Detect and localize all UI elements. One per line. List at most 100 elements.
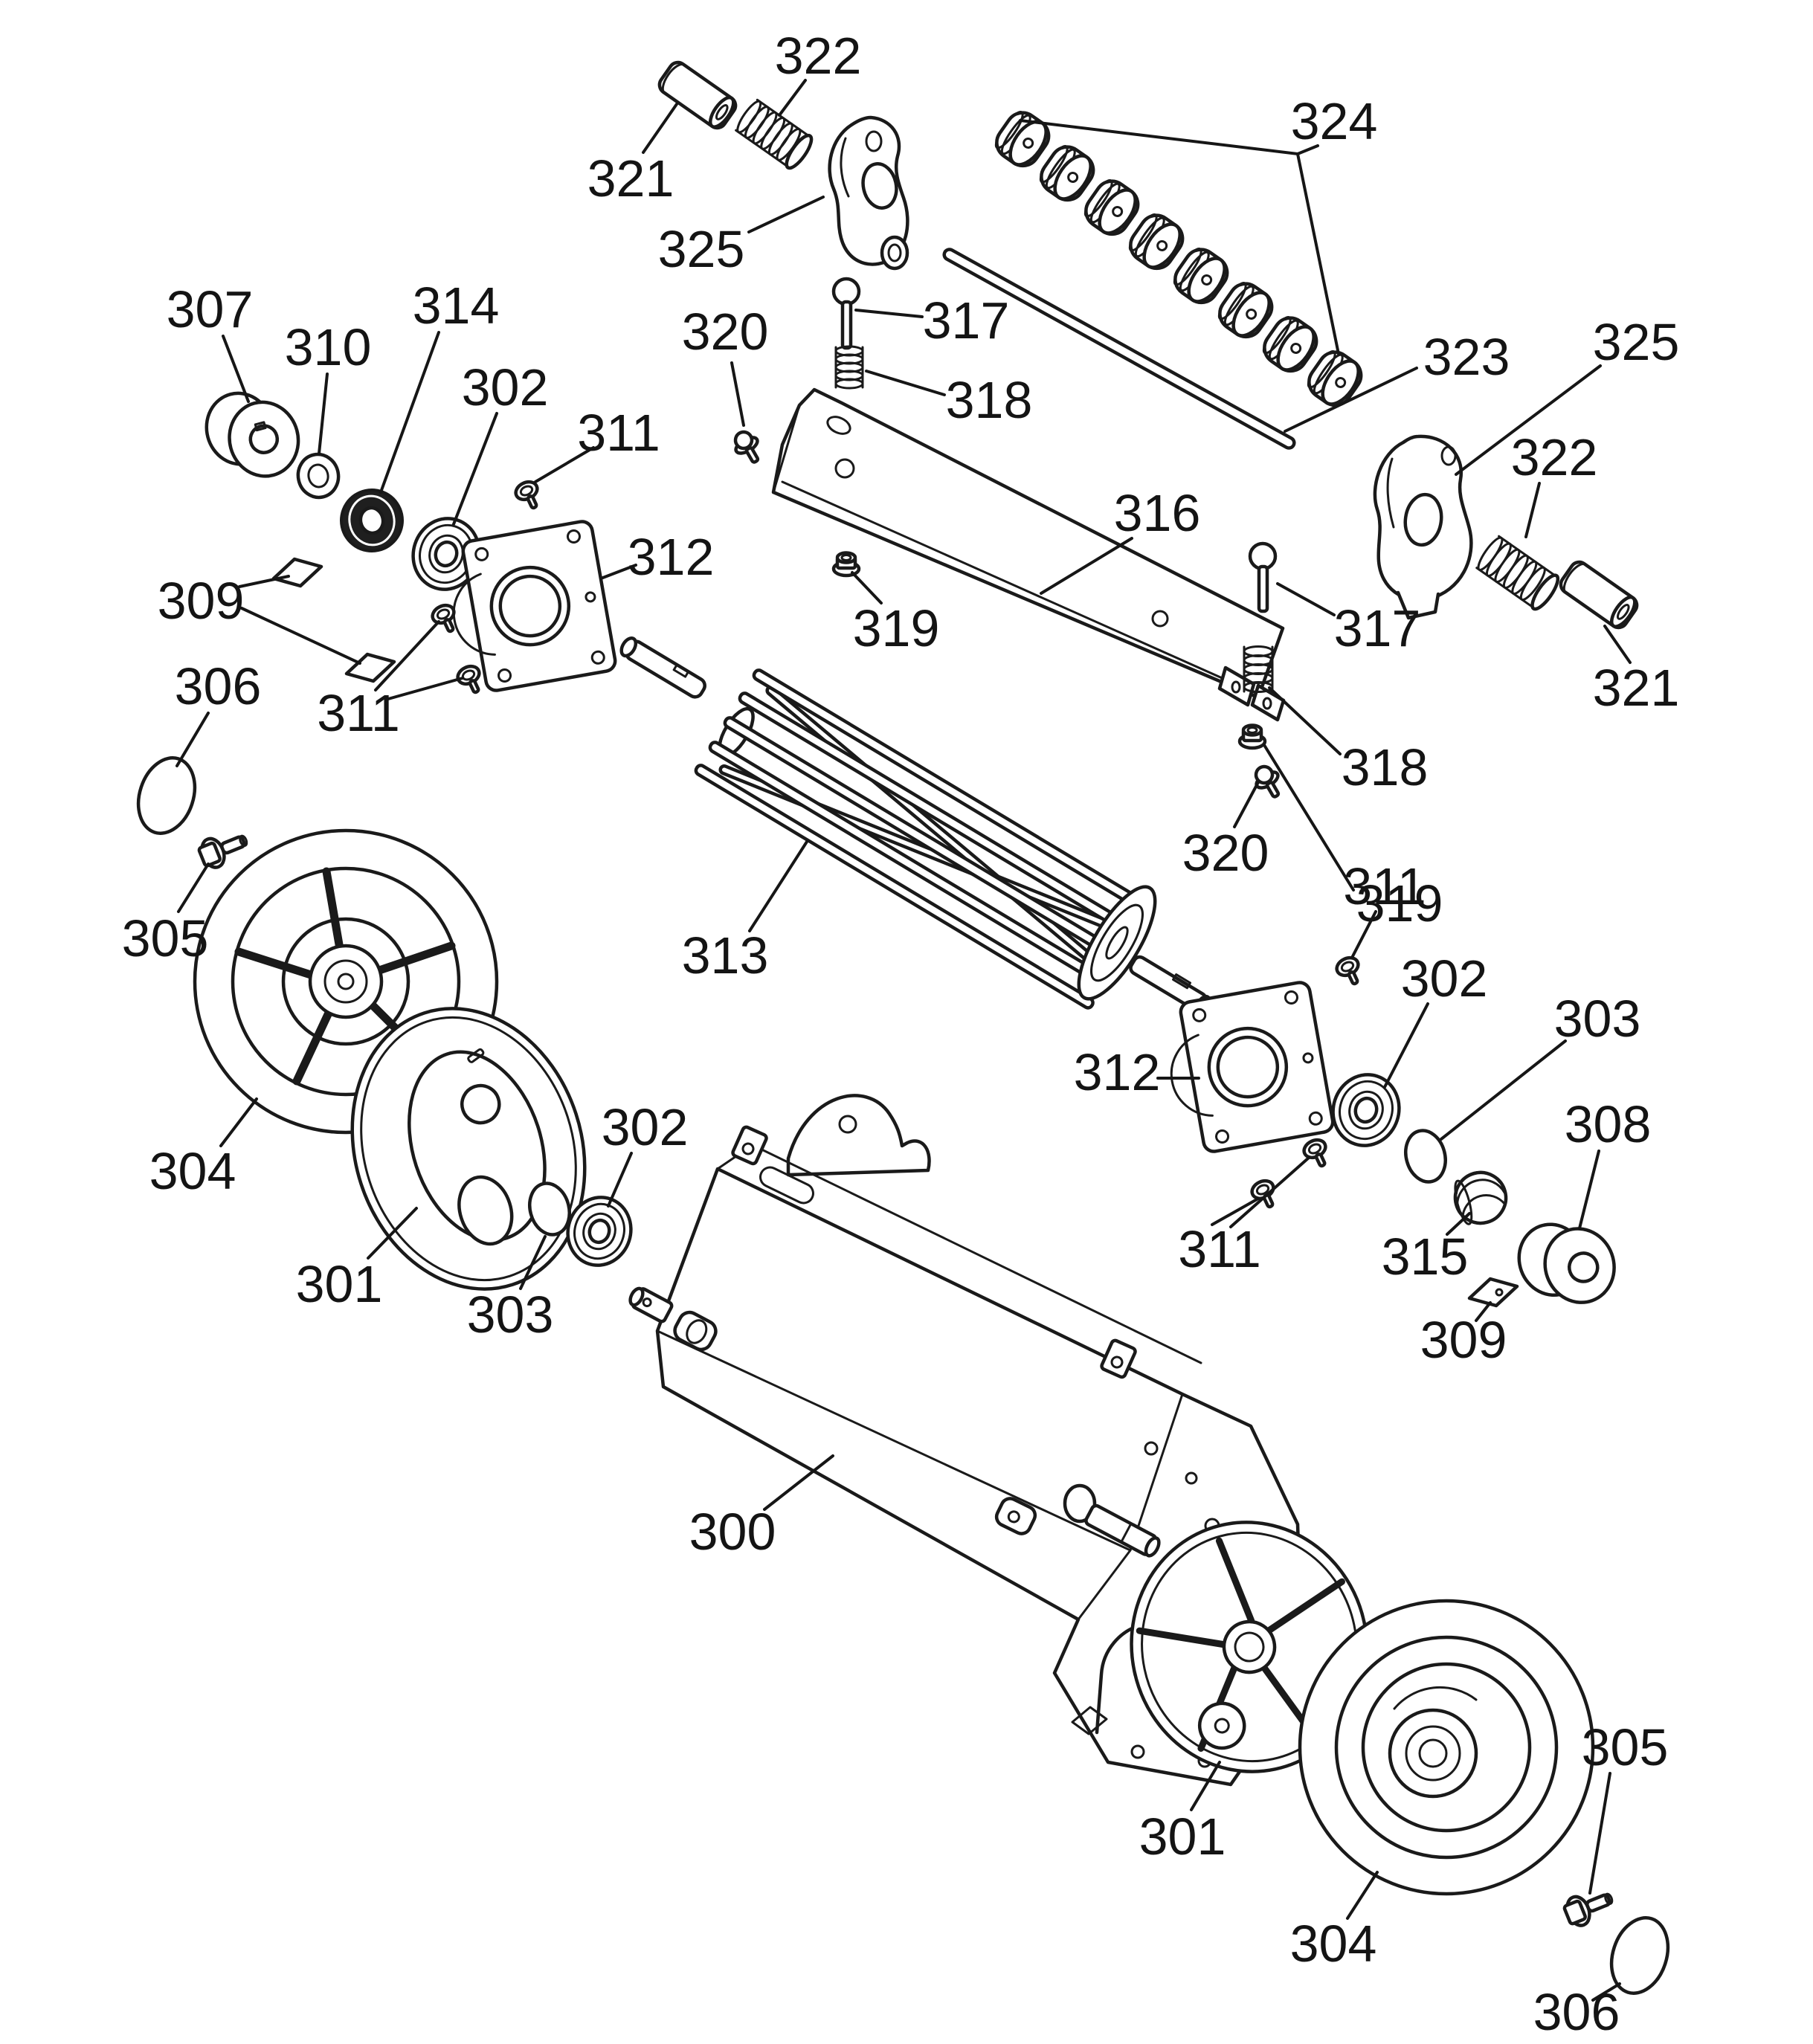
leader-line-321-a bbox=[642, 103, 678, 154]
part-307-pinion-gear bbox=[205, 391, 300, 478]
part-number-text-312-b: 312 bbox=[1074, 1043, 1161, 1101]
part-number-text-303-a: 303 bbox=[1554, 990, 1641, 1048]
part-number-text-302-a: 302 bbox=[462, 358, 549, 416]
part-324-spacer-rollers bbox=[994, 110, 1363, 407]
part-label-317-b: 317 bbox=[1276, 582, 1420, 657]
part-number-text-300-a: 300 bbox=[689, 1503, 776, 1561]
part-312-bearing-plate-left bbox=[452, 520, 617, 692]
part-number-text-301-a: 301 bbox=[296, 1255, 383, 1313]
part-label-301-b: 301 bbox=[1139, 1761, 1226, 1866]
part-label-309-b: 309 bbox=[1420, 1301, 1507, 1369]
part-label-305-a: 305 bbox=[122, 863, 210, 967]
part-label-310-a: 310 bbox=[285, 318, 372, 455]
part-label-312-b: 312 bbox=[1074, 1043, 1200, 1101]
part-309-shim-a2 bbox=[344, 652, 396, 683]
leader-line-314-a bbox=[379, 331, 440, 494]
part-number-text-311-c: 311 bbox=[1343, 857, 1426, 915]
part-label-305-b: 305 bbox=[1582, 1718, 1668, 1895]
part-label-325-a: 325 bbox=[658, 196, 825, 278]
part-number-text-306-a: 306 bbox=[175, 657, 262, 715]
leader-line-319-b bbox=[1263, 744, 1355, 892]
part-number-text-307-a: 307 bbox=[167, 280, 254, 338]
part-317-pin-a bbox=[831, 277, 861, 350]
leader-line-305-b bbox=[1588, 1772, 1611, 1895]
part-label-302-c: 302 bbox=[602, 1098, 688, 1208]
part-number-text-301-b: 301 bbox=[1139, 1808, 1226, 1866]
leader-line-325-a bbox=[747, 196, 825, 233]
leader-line-300-a bbox=[763, 1454, 834, 1511]
part-number-text-318-b: 318 bbox=[1342, 738, 1429, 796]
part-label-316-a: 316 bbox=[1040, 484, 1201, 595]
part-302-bearing-a bbox=[411, 517, 481, 591]
leader-line-303-a bbox=[1440, 1039, 1567, 1141]
part-label-306-b: 306 bbox=[1533, 1982, 1621, 2041]
leader-line-306-b bbox=[1591, 1982, 1621, 2002]
part-325-bracket-right bbox=[1373, 434, 1473, 620]
part-306-oring-right bbox=[1609, 1916, 1670, 1995]
part-309-shim-a1 bbox=[271, 557, 323, 588]
part-number-text-318-a: 318 bbox=[946, 371, 1033, 429]
part-317-pin-b bbox=[1248, 541, 1278, 613]
leader-line-311-a bbox=[534, 446, 595, 483]
part-320-screw-b bbox=[1254, 764, 1281, 799]
part-316-scraper-bar bbox=[771, 387, 1286, 722]
part-305-bolt-right bbox=[1562, 1892, 1614, 1927]
part-label-306-a: 306 bbox=[175, 657, 262, 767]
part-number-text-316-a: 316 bbox=[1114, 484, 1201, 542]
leader-line-302-a bbox=[452, 412, 498, 526]
leader-line-325-b bbox=[1455, 364, 1602, 476]
part-label-323-a: 323 bbox=[1284, 328, 1510, 433]
part-315-bearing-cap bbox=[1453, 1170, 1508, 1225]
part-number-text-304-a: 304 bbox=[149, 1142, 236, 1200]
part-label-308-a: 308 bbox=[1565, 1095, 1651, 1230]
leader-line-311-b bbox=[374, 620, 440, 691]
leader-line-322-b bbox=[1524, 482, 1541, 538]
part-number-text-324-a: 324 bbox=[1291, 92, 1378, 150]
part-label-312-a: 312 bbox=[599, 528, 714, 586]
part-label-324-a: 324 bbox=[1019, 92, 1378, 355]
leader-line-318-b bbox=[1268, 686, 1342, 755]
leader-line-313-a bbox=[748, 840, 808, 932]
part-number-text-311-a: 311 bbox=[577, 404, 660, 462]
part-number-text-321-a: 321 bbox=[587, 149, 674, 207]
part-318-spring-b bbox=[1243, 645, 1274, 693]
part-number-text-320-a: 320 bbox=[682, 303, 769, 361]
leader-line-310-a bbox=[318, 373, 329, 455]
part-label-321-a: 321 bbox=[587, 103, 678, 207]
part-number-text-310-a: 310 bbox=[285, 318, 372, 376]
part-number-text-319-a: 319 bbox=[853, 599, 940, 657]
part-label-322-b: 322 bbox=[1511, 428, 1597, 538]
part-number-text-311-d: 311 bbox=[1178, 1220, 1261, 1278]
part-label-302-a: 302 bbox=[452, 358, 549, 526]
part-number-text-325-b: 325 bbox=[1593, 313, 1680, 371]
part-303-spring-washer-b bbox=[528, 1181, 571, 1237]
leader-line-315-a bbox=[1446, 1212, 1471, 1236]
leader-line-318-a bbox=[865, 370, 946, 396]
part-number-text-309-a: 309 bbox=[158, 572, 245, 630]
leader-line-316-a bbox=[1040, 537, 1133, 595]
leader-line-319-a bbox=[851, 571, 883, 605]
leader-line-322-a bbox=[778, 79, 807, 117]
part-number-text-313-a: 313 bbox=[682, 926, 769, 984]
part-label-322-a: 322 bbox=[775, 27, 861, 117]
part-number-text-306-b: 306 bbox=[1533, 1983, 1620, 2041]
part-number-text-305-a: 305 bbox=[122, 909, 209, 967]
part-310-washer bbox=[296, 452, 341, 500]
part-number-text-311-b: 311 bbox=[317, 684, 400, 742]
part-label-317-a: 317 bbox=[854, 291, 1009, 349]
part-label-300-a: 300 bbox=[689, 1454, 834, 1561]
leader-line-306-a bbox=[175, 712, 210, 767]
part-302-bearing-b bbox=[1331, 1073, 1401, 1147]
part-311-screw-b1 bbox=[431, 603, 456, 633]
part-309-shim-b bbox=[1467, 1277, 1519, 1308]
leader-line-324-a bbox=[1296, 152, 1340, 355]
part-label-318-b: 318 bbox=[1268, 686, 1429, 796]
leader-line-301-a bbox=[367, 1207, 418, 1260]
part-323-axle-rod bbox=[942, 248, 1296, 450]
leader-line-308-a bbox=[1578, 1150, 1600, 1230]
leader-line-301-b bbox=[1190, 1761, 1221, 1811]
part-label-302-b: 302 bbox=[1383, 950, 1487, 1089]
part-number-text-303-b: 303 bbox=[467, 1286, 554, 1344]
